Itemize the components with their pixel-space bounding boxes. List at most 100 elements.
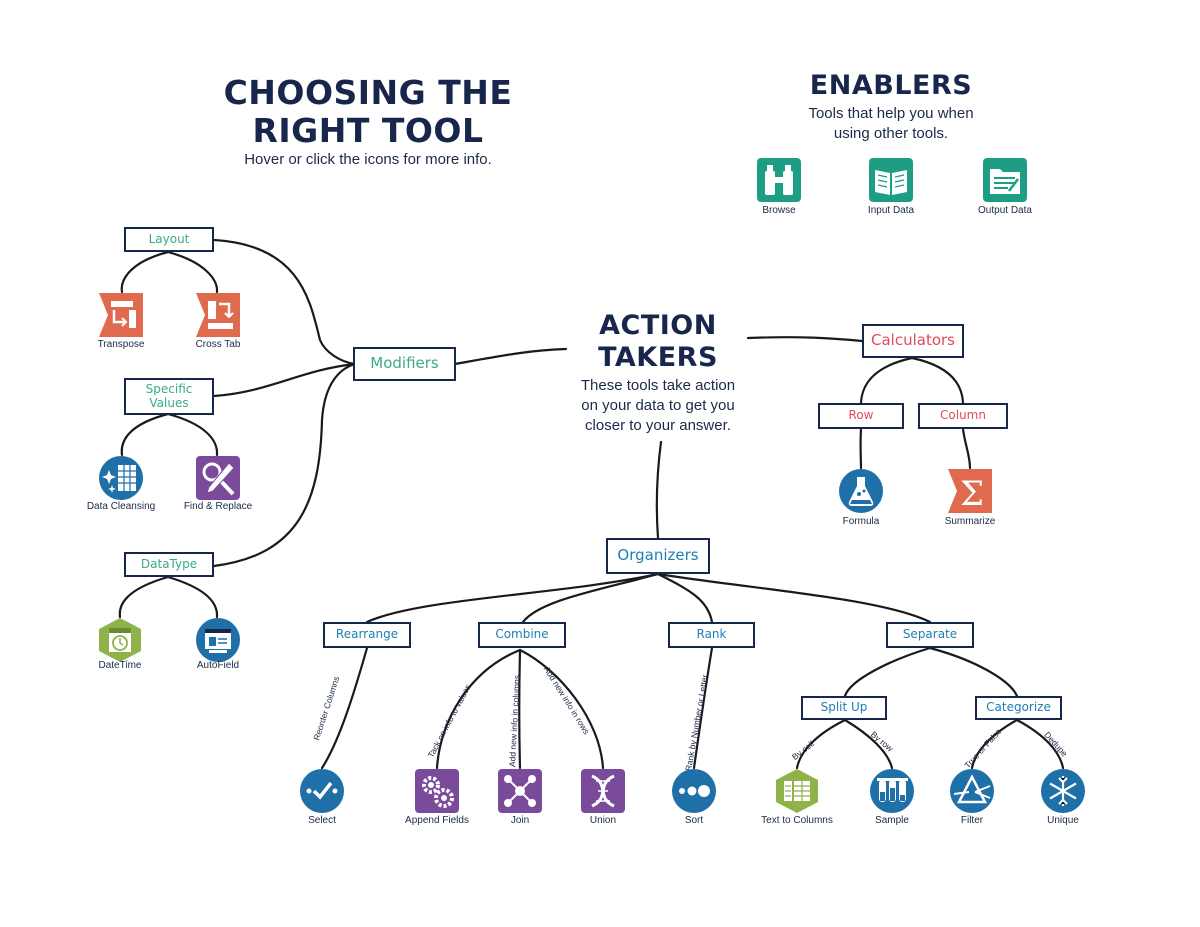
datatype-node[interactable]: DataType	[124, 552, 214, 577]
unique-label: Unique	[1047, 815, 1079, 826]
transpose-label: Transpose	[97, 339, 145, 350]
cross-tab-label: Cross Tab	[195, 339, 241, 350]
modifiers-node[interactable]: Modifiers	[353, 347, 456, 381]
edge-combine-union	[518, 648, 605, 770]
input-data-label: Input Data	[867, 205, 915, 216]
filter-tool[interactable]	[949, 768, 995, 819]
column-node[interactable]: Column	[918, 403, 1008, 429]
enablers-description: Tools that help you when using other too…	[760, 104, 1022, 144]
edge-org-rank	[656, 572, 714, 624]
edge-org-separate	[656, 572, 932, 624]
edge-splitup-sample	[843, 718, 894, 770]
browse-tool[interactable]	[756, 157, 802, 208]
gears-icon	[415, 769, 459, 813]
edge-rearrange-select	[320, 646, 369, 770]
select-tool[interactable]	[299, 768, 345, 819]
data-cleansing-tool[interactable]	[98, 455, 144, 506]
append-fields-tool[interactable]	[414, 768, 460, 819]
edge-calc-row	[859, 356, 914, 405]
rank-node[interactable]: Rank	[668, 622, 755, 648]
organizers-node[interactable]: Organizers	[606, 538, 710, 574]
text-to-columns-label: Text to Columns	[761, 815, 833, 826]
output-data-tool[interactable]	[982, 157, 1028, 208]
cross-tab-tool[interactable]	[195, 292, 241, 343]
edge-splitup-textcols	[795, 718, 847, 770]
datetime-tool[interactable]	[97, 617, 143, 668]
separate-node[interactable]: Separate	[886, 622, 974, 648]
formula-flask-icon	[839, 469, 883, 513]
edge-org-combine	[521, 572, 660, 624]
edge-cat-unique	[1015, 718, 1065, 770]
open-book-icon	[869, 158, 913, 202]
edge-combine-join	[518, 648, 522, 770]
enablers-desc-line1: Tools that help you when	[808, 105, 974, 122]
action-desc-line3: closer to your answer.	[585, 417, 731, 434]
join-tool[interactable]	[497, 768, 543, 819]
transpose-tool[interactable]	[98, 292, 144, 343]
dna-icon	[581, 769, 625, 813]
find-replace-tool[interactable]	[195, 455, 241, 506]
sort-dots-icon	[672, 769, 716, 813]
data-cleansing-icon	[99, 456, 143, 500]
page-subtitle: Hover or click the icons for more info.	[244, 151, 492, 168]
summarize-tool[interactable]: Σ	[947, 468, 993, 519]
edge-org-rearrange	[365, 572, 660, 624]
sample-label: Sample	[875, 815, 909, 826]
edge-datatype-autofield	[166, 575, 219, 619]
calculators-node[interactable]: Calculators	[862, 324, 964, 358]
action-desc-line2: on your data to get you	[581, 397, 735, 414]
row-node[interactable]: Row	[818, 403, 904, 429]
rearrange-node[interactable]: Rearrange	[323, 622, 411, 648]
output-data-label: Output Data	[978, 205, 1032, 216]
edge-modifiers-layout	[212, 238, 357, 366]
edge-modifiers-specific	[212, 362, 357, 398]
text-to-columns-tool[interactable]	[774, 768, 820, 819]
combine-node[interactable]: Combine	[478, 622, 566, 648]
action-desc-line1: These tools take action	[580, 377, 736, 394]
edge-modifiers-action	[453, 347, 568, 366]
categorize-node[interactable]: Categorize	[975, 696, 1062, 720]
autofield-icon	[196, 618, 240, 662]
edge-separate-categorize	[928, 646, 1019, 698]
union-label: Union	[589, 815, 617, 826]
formula-tool[interactable]	[838, 468, 884, 519]
specific-values-line1: Specific	[145, 381, 193, 396]
data-cleansing-label: Data Cleansing	[86, 501, 156, 512]
action-takers-description: These tools take action on your data to …	[540, 376, 776, 436]
autofield-tool[interactable]	[195, 617, 241, 668]
find-replace-label: Find & Replace	[183, 501, 253, 512]
autofield-label: AutoField	[196, 660, 240, 671]
input-data-tool[interactable]	[868, 157, 914, 208]
edge-modifiers-datatype	[212, 362, 357, 568]
filter-label: Filter	[960, 815, 984, 826]
edge-column-summarize	[961, 427, 972, 470]
action-title-line2: TAKERS	[598, 342, 718, 373]
enablers-title: ENABLERS	[809, 70, 973, 101]
prism-filter-icon	[950, 769, 994, 813]
edge-specific-find	[166, 412, 219, 457]
sample-tool[interactable]	[869, 768, 915, 819]
union-tool[interactable]	[580, 768, 626, 819]
text-columns-icon	[776, 769, 818, 813]
select-label: Select	[308, 815, 336, 826]
edge-layout-transpose	[120, 250, 170, 294]
append-fields-label: Append Fields	[405, 815, 469, 826]
svg-text:Σ: Σ	[960, 474, 984, 514]
specific-values-node[interactable]: Specific Values	[124, 378, 214, 415]
split-up-node[interactable]: Split Up	[801, 696, 887, 720]
edge-action-calculators	[746, 336, 864, 343]
sort-tool[interactable]	[671, 768, 717, 819]
edge-calc-column	[910, 356, 965, 405]
layout-node[interactable]: Layout	[124, 227, 214, 252]
edge-layout-crosstab	[166, 250, 219, 294]
browse-label: Browse	[762, 205, 796, 216]
unique-tool[interactable]	[1040, 768, 1086, 819]
join-label: Join	[510, 815, 530, 826]
binoculars-icon	[757, 158, 801, 202]
calendar-clock-icon	[99, 618, 141, 662]
action-takers-title: ACTION TAKERS	[560, 310, 756, 374]
action-title-line1: ACTION	[599, 310, 717, 341]
find-replace-icon	[196, 456, 240, 500]
